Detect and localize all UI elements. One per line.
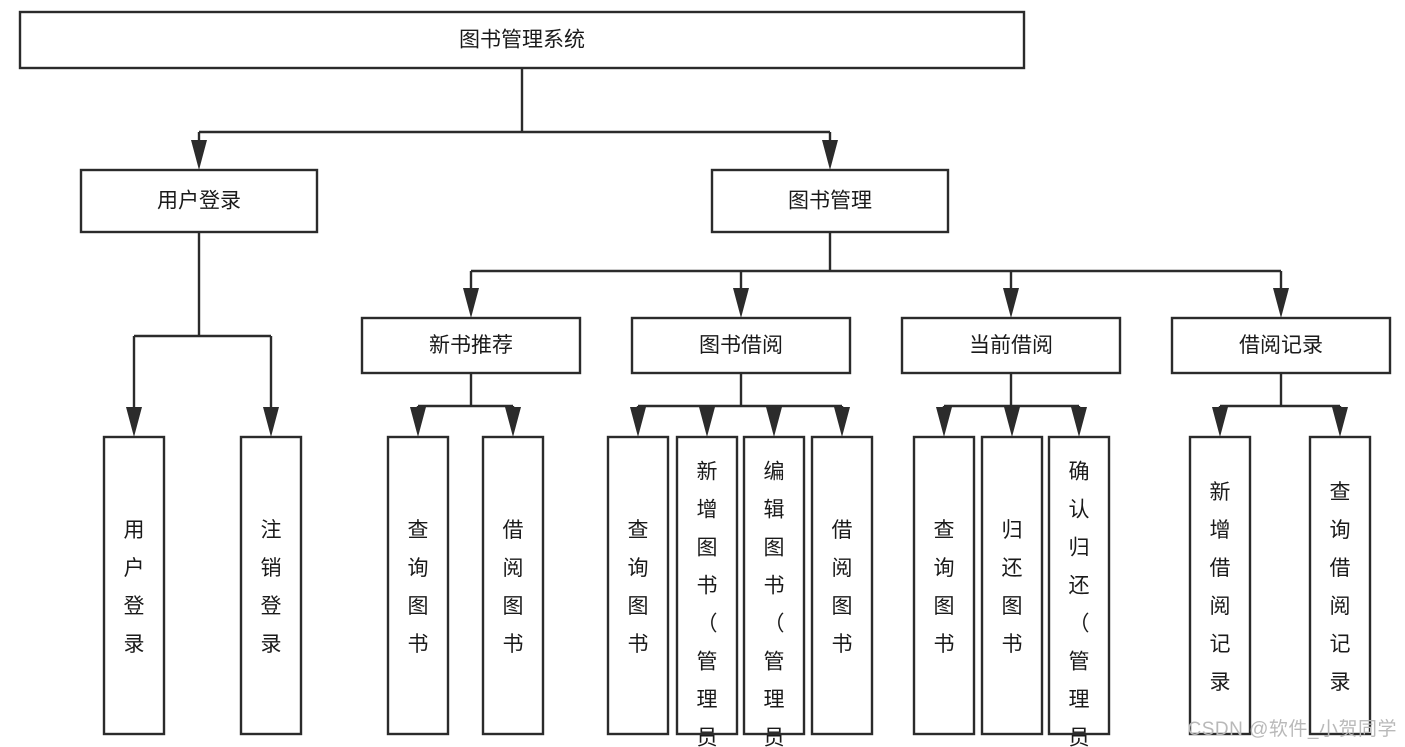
node-box[interactable] (481, 435, 545, 736)
node-box[interactable] (1308, 435, 1372, 736)
node-leaf-add-book[interactable]: 新增图书（管理员） (675, 435, 739, 747)
arrow-head-icon (463, 288, 479, 318)
node-leaf-user-login[interactable]: 用户登录 (102, 435, 166, 736)
node-label: 查询图书 (934, 519, 955, 656)
node-leaf-borrow-book-2[interactable]: 借阅图书 (810, 435, 874, 736)
arrow-head-icon (733, 288, 749, 318)
arrow-head-icon (936, 407, 952, 437)
connector-group-user-login (126, 232, 279, 437)
connector-group-new-book-recommend (410, 373, 521, 437)
node-box[interactable] (912, 435, 976, 736)
node-box[interactable] (606, 435, 670, 736)
node-box[interactable] (386, 435, 450, 736)
node-leaf-borrow-book-1[interactable]: 借阅图书 (481, 435, 545, 736)
node-label: 借阅图书 (503, 519, 524, 656)
node-label: 新增借阅记录 (1210, 481, 1231, 694)
node-box[interactable] (102, 435, 166, 736)
arrow-head-icon (410, 407, 426, 437)
node-box[interactable] (1188, 435, 1252, 736)
node-label: 注销登录 (261, 519, 282, 656)
arrow-head-icon (1212, 407, 1228, 437)
node-box[interactable] (900, 316, 1122, 375)
node-current-borrow[interactable]: 当前借阅 (900, 316, 1122, 375)
node-book-borrow[interactable]: 图书借阅 (630, 316, 852, 375)
node-label: 图书管理系统 (459, 29, 585, 52)
node-box[interactable] (1047, 435, 1111, 736)
arrow-head-icon (1004, 407, 1020, 437)
node-box[interactable] (18, 10, 1026, 70)
node-leaf-query-book-1[interactable]: 查询图书 (386, 435, 450, 736)
node-leaf-user-logout[interactable]: 注销登录 (239, 435, 303, 736)
node-label: 新增图书（管理员） (697, 460, 718, 747)
node-label: 借阅记录 (1239, 334, 1323, 357)
watermark-text: CSDN @软件_小贺同学 (1187, 719, 1397, 740)
node-box[interactable] (630, 316, 852, 375)
node-label: 借阅图书 (832, 519, 853, 656)
node-label: 查询借阅记录 (1330, 481, 1351, 694)
node-label: 新书推荐 (429, 334, 513, 357)
node-root-system[interactable]: 图书管理系统 (18, 10, 1026, 70)
node-user-login[interactable]: 用户登录 (79, 168, 319, 234)
node-box[interactable] (360, 316, 582, 375)
arrow-head-icon (126, 407, 142, 437)
node-leaf-confirm-return[interactable]: 确认归还（管理员） (1047, 435, 1111, 747)
node-box[interactable] (810, 435, 874, 736)
node-new-book-recommend[interactable]: 新书推荐 (360, 316, 582, 375)
node-box[interactable] (675, 435, 739, 736)
connector-group-book-manage (463, 232, 1289, 318)
connector-group-root (191, 68, 838, 170)
node-box[interactable] (1170, 316, 1392, 375)
arrow-head-icon (505, 407, 521, 437)
arrow-head-icon (822, 140, 838, 170)
node-box[interactable] (980, 435, 1044, 736)
arrow-head-icon (1273, 288, 1289, 318)
connector-group-borrow-record (1212, 373, 1348, 437)
node-box[interactable] (79, 168, 319, 234)
node-label: 图书管理 (788, 190, 872, 213)
arrow-head-icon (699, 407, 715, 437)
node-label: 图书借阅 (699, 334, 783, 357)
arrow-head-icon (766, 407, 782, 437)
node-label: 用户登录 (157, 190, 241, 213)
node-book-manage[interactable]: 图书管理 (710, 168, 950, 234)
node-leaf-add-record[interactable]: 新增借阅记录 (1188, 435, 1252, 736)
node-leaf-return-book[interactable]: 归还图书 (980, 435, 1044, 736)
arrow-head-icon (630, 407, 646, 437)
node-box[interactable] (239, 435, 303, 736)
node-leaf-query-record[interactable]: 查询借阅记录 (1308, 435, 1372, 736)
connector-layer (126, 68, 1348, 437)
arrow-head-icon (834, 407, 850, 437)
connector-group-current-borrow (936, 373, 1087, 437)
node-label: 编辑图书（管理员） (764, 460, 785, 747)
node-leaf-query-book-3[interactable]: 查询图书 (912, 435, 976, 736)
node-layer: 图书管理系统用户登录图书管理新书推荐图书借阅当前借阅借阅记录用户登录注销登录查询… (18, 10, 1392, 747)
node-leaf-query-book-2[interactable]: 查询图书 (606, 435, 670, 736)
node-borrow-record[interactable]: 借阅记录 (1170, 316, 1392, 375)
connector-group-book-borrow (630, 373, 850, 437)
arrow-head-icon (263, 407, 279, 437)
node-label: 确认归还（管理员） (1069, 460, 1090, 747)
node-label: 当前借阅 (969, 334, 1053, 357)
node-label: 查询图书 (408, 519, 429, 656)
arrow-head-icon (1003, 288, 1019, 318)
node-label: 查询图书 (628, 519, 649, 656)
node-leaf-edit-book[interactable]: 编辑图书（管理员） (742, 435, 806, 747)
node-box[interactable] (742, 435, 806, 736)
arrow-head-icon (1332, 407, 1348, 437)
node-label: 用户登录 (124, 519, 145, 656)
arrow-head-icon (1071, 407, 1087, 437)
node-label: 归还图书 (1002, 519, 1023, 656)
node-box[interactable] (710, 168, 950, 234)
arrow-head-icon (191, 140, 207, 170)
